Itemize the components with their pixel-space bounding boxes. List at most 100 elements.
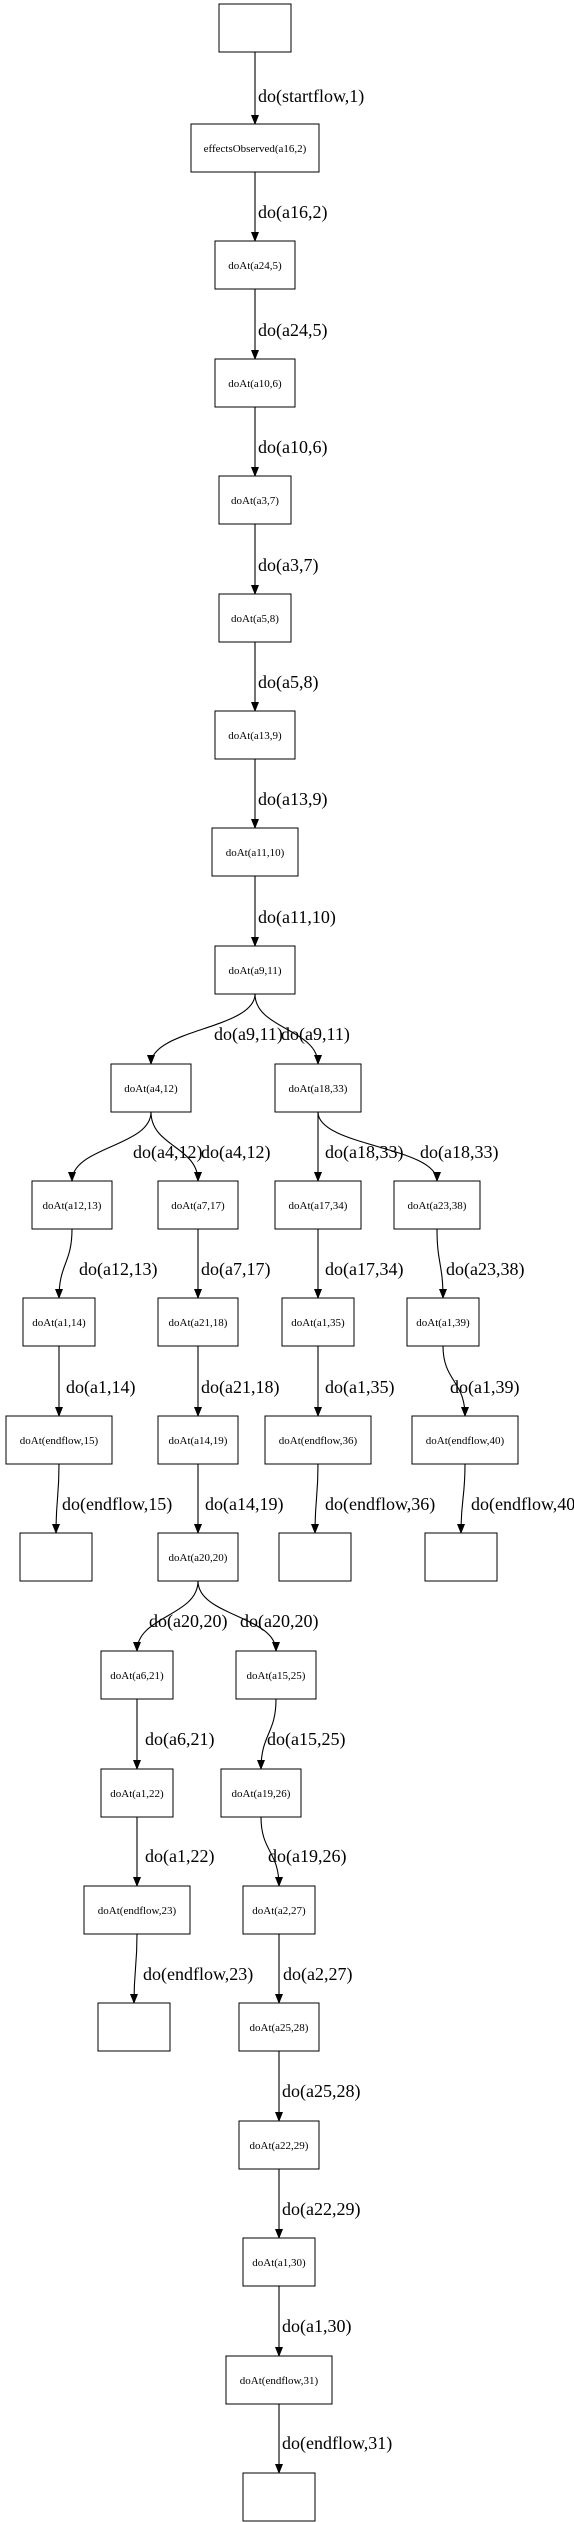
transition-edge: do(a9,11)	[147, 993, 283, 1065]
node-box	[278, 1532, 352, 1582]
edge-arrow	[254, 993, 322, 1065]
state-node-doat-endflow-40: doAt(endflow,40)	[411, 1415, 519, 1465]
edge-arrow	[55, 1228, 73, 1299]
node-label: doAt(a1,22)	[110, 1788, 164, 1800]
node-box	[211, 827, 299, 877]
node-label: doAt(a25,28)	[250, 2022, 309, 2034]
transition-edge: do(endflow,31)	[275, 2404, 392, 2474]
state-node-doat-endflow-23: doAt(endflow,23)	[83, 1885, 191, 1935]
transition-edge: do(a12,13)	[55, 1228, 157, 1299]
node-box	[110, 1063, 192, 1113]
state-node-doat-a25-28: doAt(a25,28)	[238, 2002, 320, 2052]
edge-arrow	[311, 1463, 320, 1534]
node-label: doAt(a5,8)	[231, 613, 279, 625]
edge-label: do(a18,33)	[325, 1142, 403, 1163]
node-box	[393, 1180, 481, 1230]
node-label: doAt(a3,7)	[231, 495, 279, 507]
state-node-doat-a4-12: doAt(a4,12)	[110, 1063, 192, 1113]
state-node-doat-a20-20: doAt(a20,20)	[157, 1532, 239, 1582]
state-node-doat-a23-38: doAt(a23,38)	[393, 1180, 481, 1230]
edge-label: do(a11,10)	[258, 907, 336, 928]
node-box	[157, 1297, 239, 1347]
transition-edge: do(a7,17)	[194, 1229, 270, 1299]
transition-edge: do(a18,33)	[317, 1111, 498, 1182]
node-box	[242, 1885, 316, 1935]
edge-arrow	[197, 1580, 280, 1652]
terminal-node	[19, 1532, 93, 1582]
edge-label: do(a9,11)	[281, 1024, 350, 1045]
transition-edge: do(a15,25)	[257, 1698, 345, 1770]
edge-label: do(a20,20)	[149, 1611, 227, 1632]
node-label: doAt(a17,34)	[289, 1200, 348, 1212]
edge-label: do(endflow,36)	[325, 1494, 435, 1515]
node-box	[190, 123, 320, 173]
node-box	[406, 1297, 480, 1347]
transition-edge: do(a20,20)	[197, 1580, 318, 1652]
node-box	[274, 1180, 362, 1230]
node-label: doAt(a23,38)	[408, 1200, 467, 1212]
node-box	[235, 1650, 317, 1700]
transition-edge: do(a16,2)	[251, 172, 327, 242]
state-node-doat-endflow-31: doAt(endflow,31)	[225, 2355, 333, 2405]
state-node-doat-a24-5: doAt(a24,5)	[214, 240, 296, 290]
state-node-doat-a6-21: doAt(a6,21)	[100, 1650, 174, 1700]
node-box	[157, 1415, 239, 1465]
edge-arrow	[317, 1111, 441, 1182]
edge-arrow	[257, 1698, 277, 1770]
node-box	[83, 1885, 191, 1935]
transition-edge: do(a10,6)	[251, 407, 327, 477]
transition-edge: do(a14,19)	[194, 1464, 283, 1534]
node-box	[242, 2472, 316, 2522]
transition-edge: do(a19,26)	[260, 1816, 346, 1887]
state-node-doat-a18-33: doAt(a18,33)	[274, 1063, 362, 1113]
edge-label: do(a25,28)	[282, 2081, 360, 2102]
node-label: doAt(endflow,31)	[240, 2375, 319, 2387]
node-label: doAt(a1,14)	[32, 1317, 86, 1329]
edge-label: do(endflow,40)	[471, 1494, 574, 1515]
edge-label: do(a12,13)	[79, 1259, 157, 1280]
node-box	[100, 1768, 174, 1818]
state-node-doat-a19-26: doAt(a19,26)	[220, 1768, 302, 1818]
edge-arrow	[68, 1111, 152, 1182]
node-box	[218, 475, 292, 525]
terminal-node	[242, 2472, 316, 2522]
edge-label: do(a10,6)	[258, 437, 327, 458]
node-label: doAt(a13,9)	[228, 730, 282, 742]
edge-label: do(a2,27)	[283, 1964, 352, 1985]
state-node-doat-a12-13: doAt(a12,13)	[31, 1180, 113, 1230]
state-node-doat-a2-27: doAt(a2,27)	[242, 1885, 316, 1935]
edge-label: do(a4,12)	[133, 1142, 202, 1163]
state-node-effectsobserved-a16-2: effectsObserved(a16,2)	[190, 123, 320, 173]
edge-label: do(endflow,15)	[62, 1494, 172, 1515]
node-label: doAt(a9,11)	[228, 965, 281, 977]
transition-edge: do(a18,33)	[314, 1112, 403, 1182]
node-label: doAt(a15,25)	[247, 1670, 306, 1682]
terminal-node	[97, 2002, 171, 2052]
edge-arrow	[52, 1463, 61, 1534]
edge-label: do(a21,18)	[201, 1377, 279, 1398]
edge-label: do(a1,30)	[282, 2316, 351, 2337]
edge-arrow	[133, 1580, 199, 1652]
transition-edge: do(a24,5)	[251, 289, 327, 360]
edge-label: do(a7,17)	[201, 1259, 270, 1280]
edge-label: do(a1,22)	[145, 1846, 214, 1867]
node-box	[100, 1650, 174, 1700]
edge-label: do(a1,39)	[450, 1377, 519, 1398]
transition-edge: do(a3,7)	[251, 524, 318, 595]
node-box	[214, 240, 296, 290]
edge-label: do(endflow,23)	[143, 1964, 253, 1985]
node-box	[97, 2002, 171, 2052]
state-node-doat-a3-7: doAt(a3,7)	[218, 475, 292, 525]
node-label: doAt(endflow,23)	[98, 1905, 177, 1917]
node-label: doAt(a11,10)	[226, 847, 285, 859]
edge-arrow	[442, 1345, 469, 1417]
node-box	[214, 358, 296, 408]
edge-arrow	[150, 1111, 202, 1182]
edge-label: do(a4,12)	[201, 1142, 270, 1163]
state-node-doat-a1-30: doAt(a1,30)	[242, 2237, 316, 2287]
edge-label: do(a13,9)	[258, 789, 327, 810]
node-box	[274, 1063, 362, 1113]
transition-edge: do(a1,35)	[314, 1346, 394, 1417]
transition-edge: do(a9,11)	[254, 993, 350, 1065]
state-node-doat-a15-25: doAt(a15,25)	[235, 1650, 317, 1700]
